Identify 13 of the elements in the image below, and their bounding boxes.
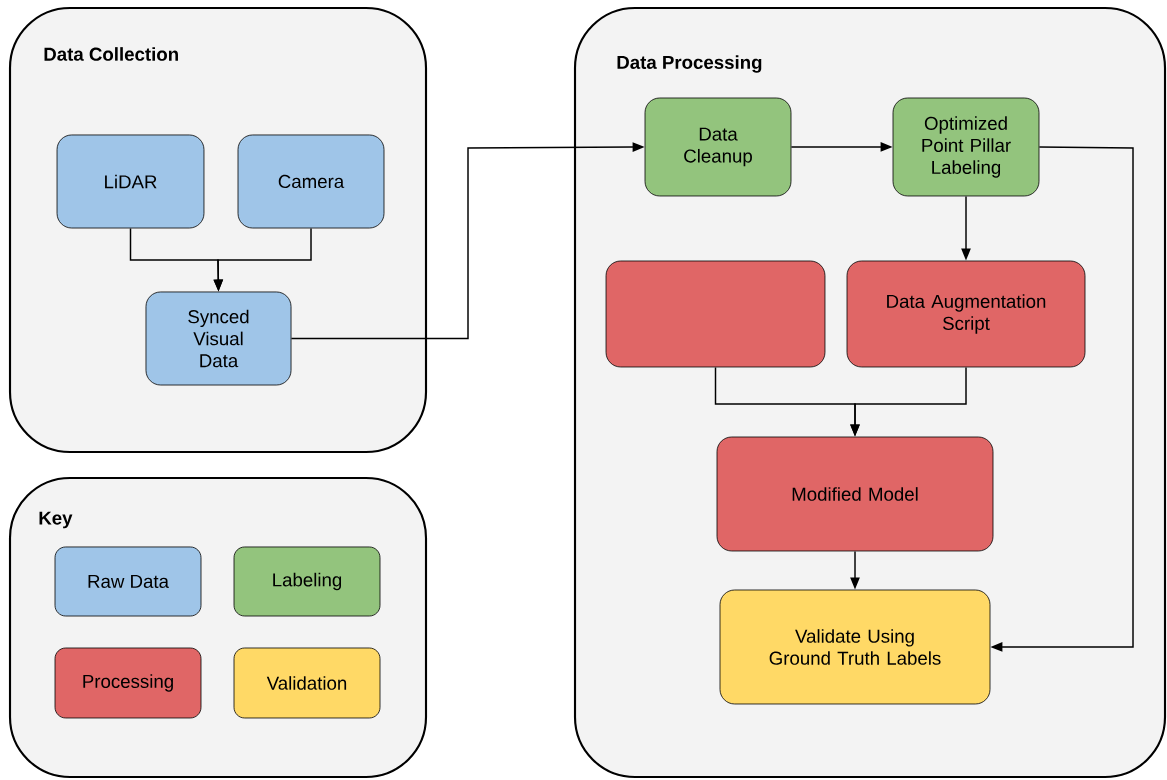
process-box: Data Cleanup [644, 97, 792, 197]
process-box: Validate Using Ground Truth Labels [719, 589, 991, 705]
process-box: Camera [237, 134, 385, 229]
legend-item: Validation [233, 647, 381, 719]
process-box: Modified Model [716, 436, 994, 552]
process-box: Data Augmentation Script [846, 260, 1086, 368]
process-box: LiDAR [56, 134, 205, 229]
legend-item: Raw Data [54, 546, 202, 617]
legend-item: Processing [54, 647, 202, 719]
process-box: Synced Visual Data [145, 291, 292, 386]
process-box: Optimized Point Pillar Labeling [892, 97, 1040, 197]
legend-item: Labeling [233, 546, 381, 617]
process-box [605, 260, 826, 368]
